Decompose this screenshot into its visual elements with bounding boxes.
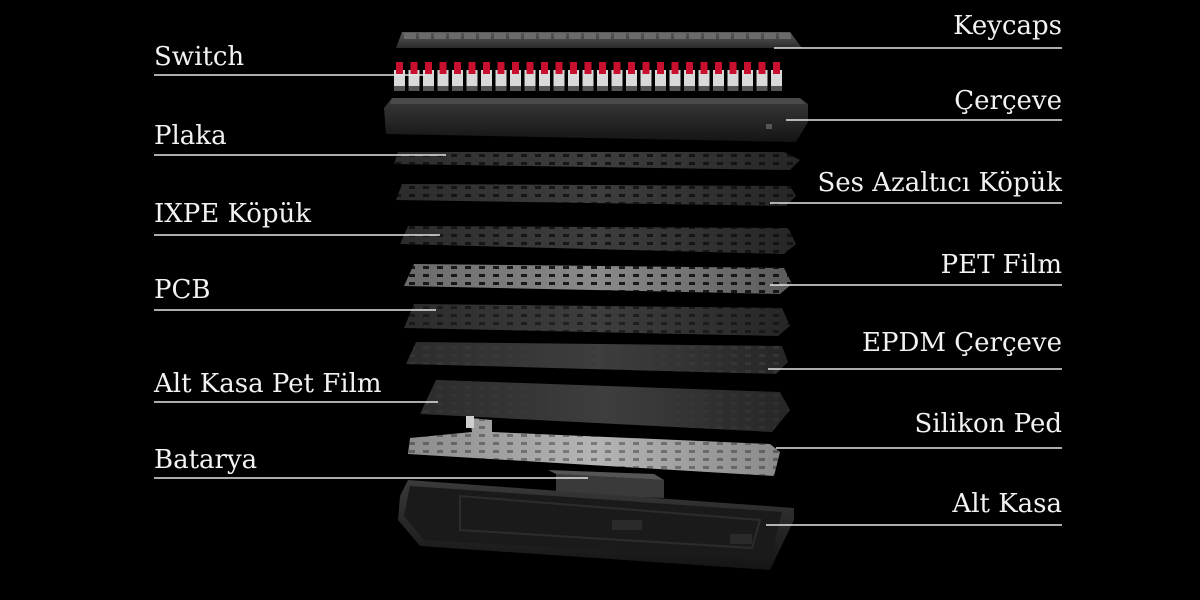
label-plaka: Plaka [154, 121, 227, 151]
switch-layer [394, 62, 782, 91]
keycap [554, 33, 566, 39]
key-switch [394, 62, 405, 91]
plate-layer [394, 152, 800, 170]
key-switch [409, 62, 420, 91]
keycap [704, 33, 716, 39]
keycap [659, 33, 671, 39]
keycap [569, 33, 581, 39]
label-ses-azaltici-kopuk: Ses Azaltıcı Köpük [817, 168, 1062, 198]
label-epdm-cerceve: EPDM Çerçeve [862, 328, 1062, 358]
label-alt-kasa: Alt Kasa [952, 489, 1062, 519]
keycap [764, 33, 776, 39]
keycap [584, 33, 596, 39]
label-pet-film: PET Film [941, 250, 1062, 280]
key-switch [423, 62, 434, 91]
pet-film-layer [404, 264, 792, 294]
label-cerceve: Çerçeve [954, 86, 1062, 116]
keycap [494, 33, 506, 39]
key-switch [438, 62, 449, 91]
key-switch [481, 62, 492, 91]
keycap [524, 33, 536, 39]
keycap [674, 33, 686, 39]
keycap [779, 33, 791, 39]
label-keycaps: Keycaps [953, 11, 1062, 41]
sound-dampening-foam-layer [396, 184, 796, 206]
keycap [539, 33, 551, 39]
key-switch [452, 62, 463, 91]
keycap [689, 33, 701, 39]
pcb-layer [404, 304, 790, 336]
key-switch [670, 62, 681, 91]
label-alt-kasa-pet-film: Alt Kasa Pet Film [154, 369, 382, 399]
frame-layer [384, 98, 808, 142]
ixpe-foam-layer [400, 226, 796, 254]
key-switch [641, 62, 652, 91]
label-pcb: PCB [154, 275, 211, 305]
keycap [614, 33, 626, 39]
label-silikon-ped: Silikon Ped [914, 409, 1062, 439]
keycap [644, 33, 656, 39]
keycap [629, 33, 641, 39]
keycap [434, 33, 446, 39]
key-switch [554, 62, 565, 91]
key-switch [496, 62, 507, 91]
key-switch [713, 62, 724, 91]
keycap [449, 33, 461, 39]
key-switch [684, 62, 695, 91]
keycap [419, 33, 431, 39]
key-switch [742, 62, 753, 91]
key-switch [525, 62, 536, 91]
key-switch [510, 62, 521, 91]
key-switch [771, 62, 782, 91]
keycap [734, 33, 746, 39]
key-switch [467, 62, 478, 91]
key-switch [728, 62, 739, 91]
epdm-frame-layer [406, 342, 788, 374]
keycaps-layer [396, 32, 802, 48]
key-switch [757, 62, 768, 91]
key-switch [568, 62, 579, 91]
key-switch [539, 62, 550, 91]
label-ixpe-kopuk: IXPE Köpük [154, 199, 311, 229]
label-switch: Switch [154, 42, 244, 72]
keycap [464, 33, 476, 39]
keycap [509, 33, 521, 39]
keycap [749, 33, 761, 39]
key-switch [612, 62, 623, 91]
keycap [404, 33, 416, 39]
key-switch [597, 62, 608, 91]
keycap [719, 33, 731, 39]
keycap [479, 33, 491, 39]
key-switch [626, 62, 637, 91]
key-switch [699, 62, 710, 91]
keycap [599, 33, 611, 39]
key-switch [655, 62, 666, 91]
label-batarya: Batarya [154, 445, 257, 475]
key-switch [583, 62, 594, 91]
